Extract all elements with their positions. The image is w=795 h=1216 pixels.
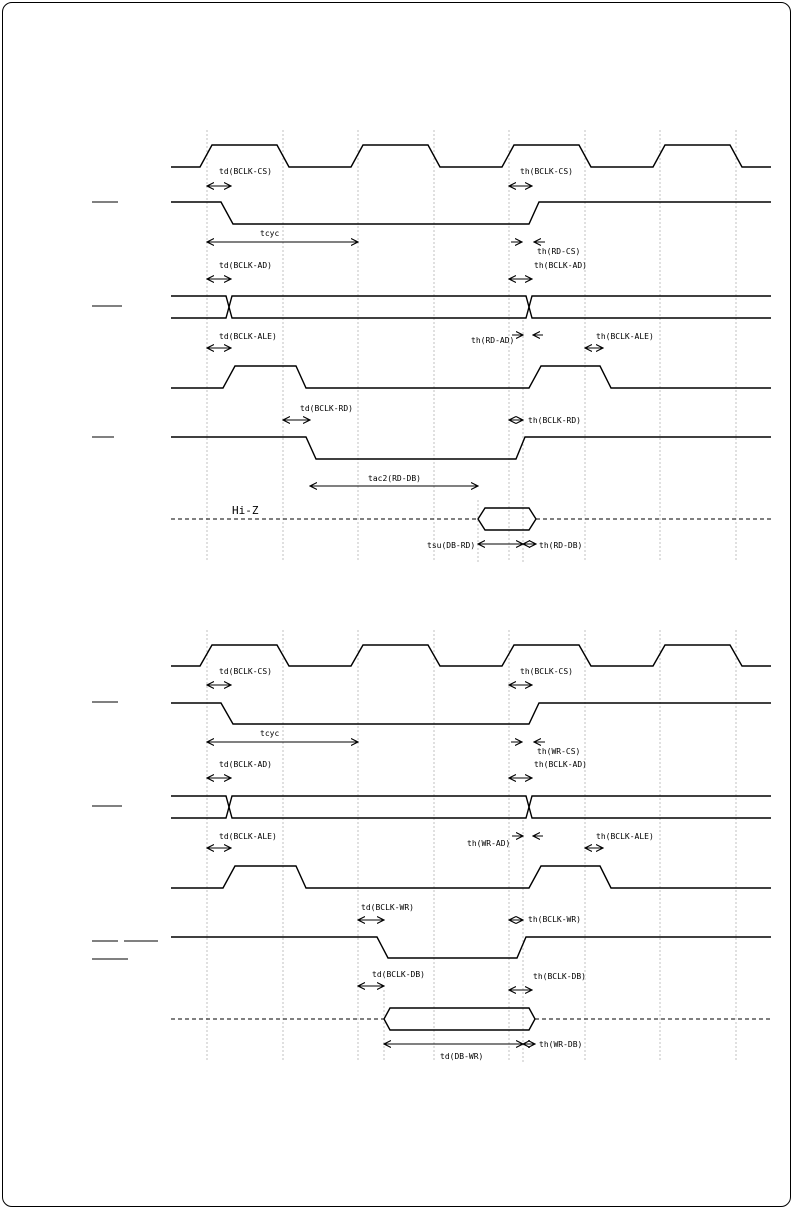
write-label-th-bclk-ad: th(BCLK-AD) (534, 760, 587, 769)
write-label-td-bclk-cs: td(BCLK-CS) (219, 667, 272, 676)
write-label-th-wr-db: th(WR-DB) (539, 1040, 582, 1049)
write-label-td-bclk-ad: td(BCLK-AD) (219, 760, 272, 769)
read-label-th-bclk-rd: th(BCLK-RD) (528, 416, 581, 425)
write-wr-waveform (171, 936, 771, 959)
read-label-th-bclk-ale: th(BCLK-ALE) (596, 332, 654, 341)
write-label-tcyc: tcyc (260, 729, 279, 738)
read-label-tcyc: tcyc (260, 229, 279, 238)
read-label-th-bclk-ad: th(BCLK-AD) (534, 261, 587, 270)
write-label-th-wr-ad: th(WR-AD) (467, 839, 510, 848)
read-label-th-rd-ad: th(RD-AD) (471, 336, 514, 345)
read-label-hi-z: Hi-Z (232, 504, 259, 517)
write-label-td-bclk-ale: td(BCLK-ALE) (219, 832, 277, 841)
write-label-th-wr-cs: th(WR-CS) (537, 747, 580, 756)
read-label-td-bclk-ad: td(BCLK-AD) (219, 261, 272, 270)
write-bclk-waveform (171, 644, 771, 667)
write-label-th-bclk-wr: th(BCLK-WR) (528, 915, 581, 924)
read-cs-waveform (171, 201, 771, 225)
write-label-th-bclk-ale: th(BCLK-ALE) (596, 832, 654, 841)
read-label-th-bclk-cs: th(BCLK-CS) (520, 167, 573, 176)
write-label-th-bclk-cs: th(BCLK-CS) (520, 667, 573, 676)
write-label-td-bclk-db: td(BCLK-DB) (372, 970, 425, 979)
write-timing-diagram: td(BCLK-CS) th(BCLK-CS) tcyc th(WR-CS) t… (92, 630, 771, 1062)
read-label-th-rd-db: th(RD-DB) (539, 541, 582, 550)
read-ale-waveform (171, 365, 771, 389)
read-rd-waveform (171, 436, 771, 460)
read-label-tsu-db-rd: tsu(DB-RD) (427, 541, 475, 550)
write-label-th-bclk-db: th(BCLK-DB) (533, 972, 586, 981)
read-address-bus (171, 295, 771, 319)
read-label-th-rd-cs: th(RD-CS) (537, 247, 580, 256)
read-timing-diagram: td(BCLK-CS) th(BCLK-CS) tcyc th(RD-CS) t… (92, 130, 771, 562)
read-label-td-bclk-cs: td(BCLK-CS) (219, 167, 272, 176)
read-bclk-waveform (171, 144, 771, 168)
read-label-td-bclk-ale: td(BCLK-ALE) (219, 332, 277, 341)
write-label-td-db-wr: td(DB-WR) (440, 1052, 483, 1061)
write-label-td-bclk-wr: td(BCLK-WR) (361, 903, 414, 912)
read-label-tac2-rd-db: tac2(RD-DB) (368, 474, 421, 483)
write-address-bus (171, 795, 771, 819)
write-ale-waveform (171, 865, 771, 889)
read-label-td-bclk-rd: td(BCLK-RD) (300, 404, 353, 413)
write-cs-waveform (171, 702, 771, 725)
